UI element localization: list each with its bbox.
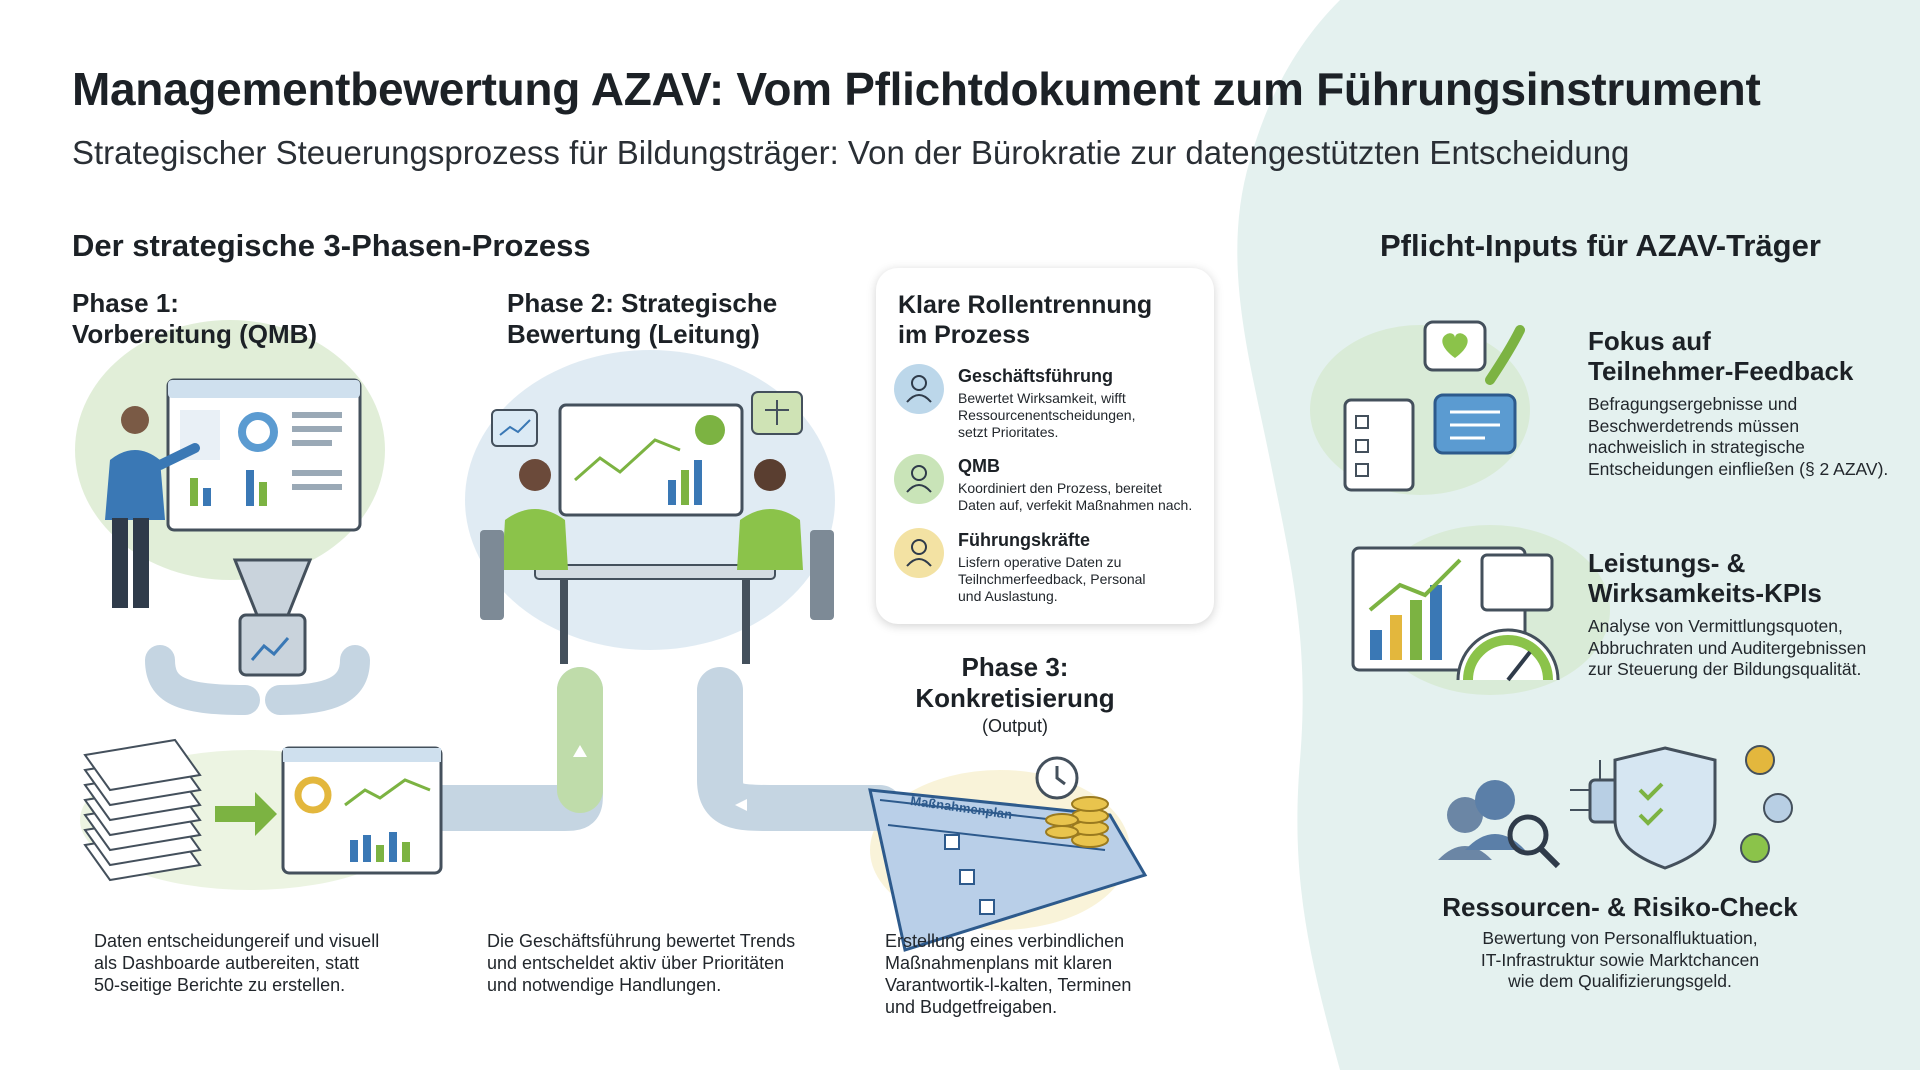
phase1-title: Phase 1: Vorbereitung (QMB) xyxy=(72,288,317,350)
input-title-line: Fokus auf xyxy=(1588,326,1711,356)
role-desc: Koordiniert den Prozess, bereitet Daten … xyxy=(958,480,1208,514)
input-desc-line: Befragungsergebnisse und xyxy=(1588,394,1798,414)
phase3-title-line2: Konkretisierung xyxy=(915,683,1115,713)
stack-arrow xyxy=(215,792,277,836)
pipe-system xyxy=(145,645,903,831)
phase2-desc-line: Die Geschäftsführung bewertet Trends xyxy=(487,931,796,951)
input-desc-line: Analyse von Vermittlungsquoten, xyxy=(1588,616,1843,636)
page-title: Managementbewertung AZAV: Vom Pflichtdok… xyxy=(72,63,1761,115)
phase2-title-line1: Phase 2: Strategische xyxy=(507,288,778,318)
pipe-flow-arrows xyxy=(573,745,747,811)
phase3-desc-line: Erstellung eines verbindlichen xyxy=(885,931,1125,951)
role-desc-line: Bewertet Wirksamkeit, wifft xyxy=(958,390,1126,406)
phase3-title: Phase 3: Konkretisierung (Output) xyxy=(900,652,1130,738)
phase3-desc-line: Maßnahmenplans mit klaren xyxy=(885,953,1113,973)
role-desc-line: und Auslastung. xyxy=(958,588,1058,604)
phase2-desc-line: und notwendige Handlungen. xyxy=(487,975,722,995)
input-title-line: Leistungs- & xyxy=(1588,548,1746,578)
phase1-title-line2: Vorbereitung (QMB) xyxy=(72,319,318,349)
input-desc: Bewertung von Personalfluktuation, IT-In… xyxy=(1420,928,1820,993)
input-desc-line: Beschwerdetrends müssen xyxy=(1588,415,1800,436)
input-kpis: Leistungs- & Wirksamkeits-KPIs Analyse v… xyxy=(1588,548,1866,681)
input-desc-line: IT-Infrastruktur sowie Marktchancen xyxy=(1480,949,1760,970)
meeting-table xyxy=(534,564,776,664)
role-name: QMB xyxy=(958,456,1000,476)
phase1-person xyxy=(105,406,200,608)
input-title-line: Wirksamkeits-KPIs xyxy=(1588,578,1822,608)
phase1-desc-line: als Dashboarde autbereiten, statt xyxy=(94,953,360,973)
phase3-desc-line: Varantwortik-l-kalten, Terminen xyxy=(885,975,1132,995)
avatar-icon xyxy=(894,364,944,414)
phase2-title: Phase 2: Strategische Bewertung (Leitung… xyxy=(507,288,777,350)
phase2-chat-icon xyxy=(491,409,538,447)
phase3-title-line1: Phase 3: xyxy=(961,652,1069,682)
phase2-scale-icon xyxy=(751,391,803,435)
person-man xyxy=(737,459,834,620)
phase3-desc-line: und Budgetfreigaben. xyxy=(885,997,1058,1017)
clock-icon xyxy=(1035,756,1079,800)
risk-illustration xyxy=(1438,745,1793,870)
role-desc-line: Daten auf, verfekit Maßnahmen nach. xyxy=(958,497,1193,513)
roles-title-line1: Klare Rollentrennung xyxy=(898,291,1153,319)
inputs-heading: Pflicht-Inputs für AZAV-Träger xyxy=(1380,228,1821,263)
feedback-illustration xyxy=(1343,320,1525,492)
input-desc: Befragungsergebnisse und Beschwerdetrend… xyxy=(1588,394,1888,480)
roles-title-line2: im Prozess xyxy=(898,321,1031,349)
kpi-illustration xyxy=(1351,546,1560,682)
input-desc-line: Abbruchraten und Auditergebnissen xyxy=(1588,637,1867,658)
role-desc: Lisfern operative Daten zu Teilnchmerfee… xyxy=(958,554,1208,605)
paper-stack xyxy=(83,738,202,882)
avatar-icon xyxy=(894,454,944,504)
role-name: Führungskräfte xyxy=(958,530,1091,550)
funnel xyxy=(232,558,313,677)
phase1-title-line1: Phase 1: xyxy=(72,288,179,318)
process-heading: Der strategische 3-Phasen-Prozess xyxy=(72,228,591,263)
phase3-desc: Erstellung eines verbindlichen Maßnahmen… xyxy=(885,930,1131,1018)
input-title: Fokus auf Teilnehmer-Feedback xyxy=(1588,326,1888,386)
roles-title: Klare Rollentrennung im Prozess xyxy=(898,290,1152,350)
input-desc-line: zur Steuerung der Bildungsqualität. xyxy=(1588,659,1862,679)
phase1-desc: Daten entscheidungereif und visuell als … xyxy=(94,930,379,996)
phase2-desc: Die Geschäftsführung bewertet Trends und… xyxy=(487,930,795,996)
role-desc: Bewertet Wirksamkeit, wifft Ressourcenen… xyxy=(958,390,1208,441)
phase2-title-line2: Bewertung (Leitung) xyxy=(507,319,760,349)
input-desc-line: nachweislich in strategische xyxy=(1588,437,1805,457)
role-name: Geschäftsführung xyxy=(958,366,1114,386)
role-desc-line: setzt Prioritates. xyxy=(958,424,1059,440)
phase1-small-dashboard xyxy=(281,746,443,875)
role-desc-line: Ressourcenentscheidungen, xyxy=(958,407,1136,423)
phase1-desc-line: 50-seitige Berichte zu erstellen. xyxy=(94,975,346,995)
phase1-dashboard xyxy=(166,378,362,532)
input-desc-line: Bewertung von Personalfluktuation, xyxy=(1482,928,1758,948)
input-desc: Analyse von Vermittlungsquoten, Abbruchr… xyxy=(1588,616,1866,681)
role-desc-line: Lisfern operative Daten zu xyxy=(958,554,1122,570)
input-title: Leistungs- & Wirksamkeits-KPIs xyxy=(1588,548,1866,608)
phase1-desc-line: Daten entscheidungereif und visuell xyxy=(94,931,380,951)
phase2-desc-line: und entscheldet aktiv über Prioritäten xyxy=(487,953,785,973)
roles-card: Klare Rollentrennung im Prozess Geschäft… xyxy=(876,268,1214,624)
page-subtitle: Strategischer Steuerungsprozess für Bild… xyxy=(72,134,1630,171)
input-desc-line: wie dem Qualifizierungsgeld. xyxy=(1508,971,1732,991)
person-woman xyxy=(480,459,568,620)
input-risk: Ressourcen- & Risiko-Check Bewertung von… xyxy=(1420,892,1820,993)
coins-icon xyxy=(1045,796,1109,848)
phase2-board xyxy=(558,403,744,517)
input-title: Ressourcen- & Risiko-Check xyxy=(1442,892,1798,922)
role-desc-line: Teilnchmerfeedback, Personal xyxy=(958,571,1146,587)
input-feedback: Fokus auf Teilnehmer-Feedback Befragungs… xyxy=(1588,326,1888,480)
avatar-icon xyxy=(894,528,944,578)
roles-callout-tail xyxy=(847,452,876,500)
role-desc-line: Koordiniert den Prozess, bereitet xyxy=(958,480,1162,496)
input-desc-line: Entscheidungen einfließen (§ 2 AZAV). xyxy=(1588,458,1889,479)
phase3-output-label: (Output) xyxy=(981,716,1049,736)
input-title-line: Teilnehmer-Feedback xyxy=(1588,356,1854,386)
